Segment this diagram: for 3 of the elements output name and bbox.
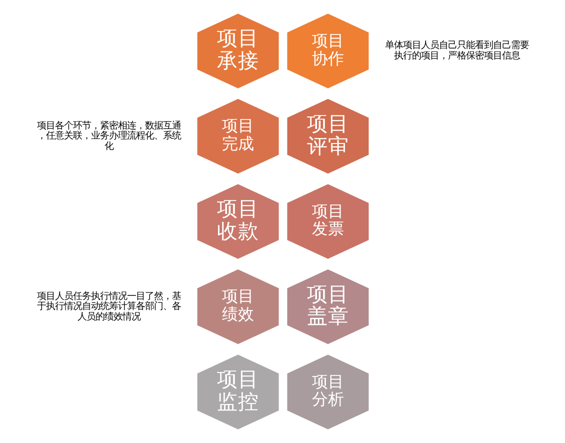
label: 项目各个环节，紧密相连，数据互通，任意关联，业务办理流程化、系统化 [36,120,180,152]
label: 项目人员任务执行情况一目了然，基于执行情况自动统筹计算各部门、各人员的绩效情况 [36,290,180,322]
label: 单体项目人员自己只能看到自己需要执行的项目，严格保密项目信息 [384,40,529,62]
